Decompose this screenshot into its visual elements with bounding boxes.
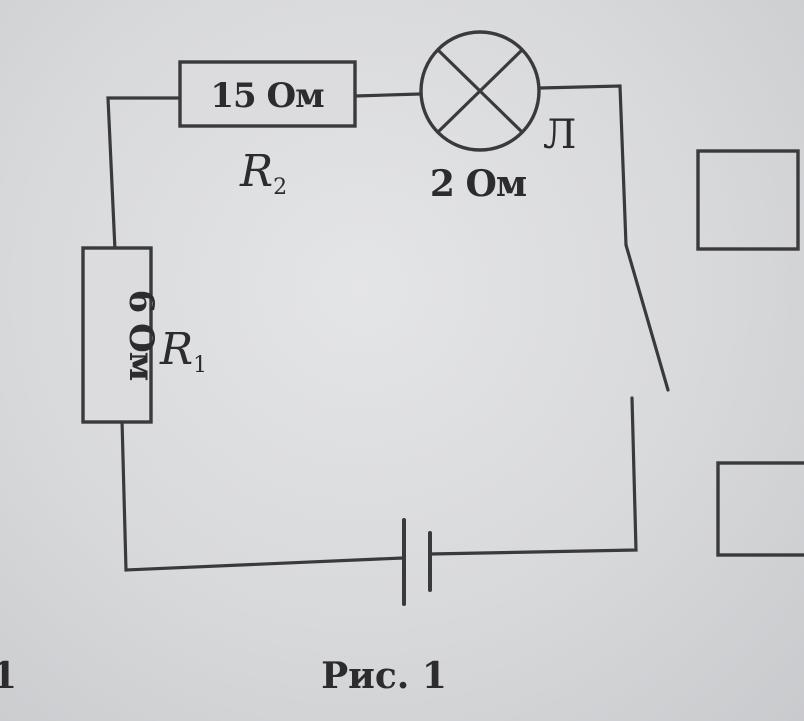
wire-left-lower [120, 418, 405, 572]
resistor-r2-body [178, 60, 357, 128]
wire-r2-lamp [353, 92, 422, 98]
lamp-value: 2 Ом [430, 163, 527, 205]
lamp-cross-2 [436, 48, 524, 134]
wire-right-lower [428, 396, 638, 556]
switch-blade [624, 243, 670, 392]
resistor-r1: 6 Ом [81, 246, 161, 424]
lamp-label: Л [543, 112, 576, 158]
resistor-r1-label: R1 [159, 324, 207, 378]
resistor-r2-label: R2 [239, 146, 287, 200]
resistor-r1-value: 6 Ом [121, 290, 161, 381]
margin-fragment: 1 [0, 655, 17, 697]
circuit-wires [106, 84, 670, 572]
wire-top-left [106, 96, 182, 252]
answer-box-top [696, 149, 800, 251]
battery [402, 518, 432, 606]
figure-caption: Рис. 1 [321, 655, 447, 697]
resistor-r1-body [81, 246, 153, 424]
lamp [419, 30, 541, 152]
wire-lamp-right [538, 84, 628, 247]
lamp-bulb [419, 30, 541, 152]
answer-box-bottom [716, 461, 804, 557]
resistor-r2-value: 15 Ом [210, 76, 324, 116]
resistor-r2: 15 Ом [178, 60, 357, 128]
